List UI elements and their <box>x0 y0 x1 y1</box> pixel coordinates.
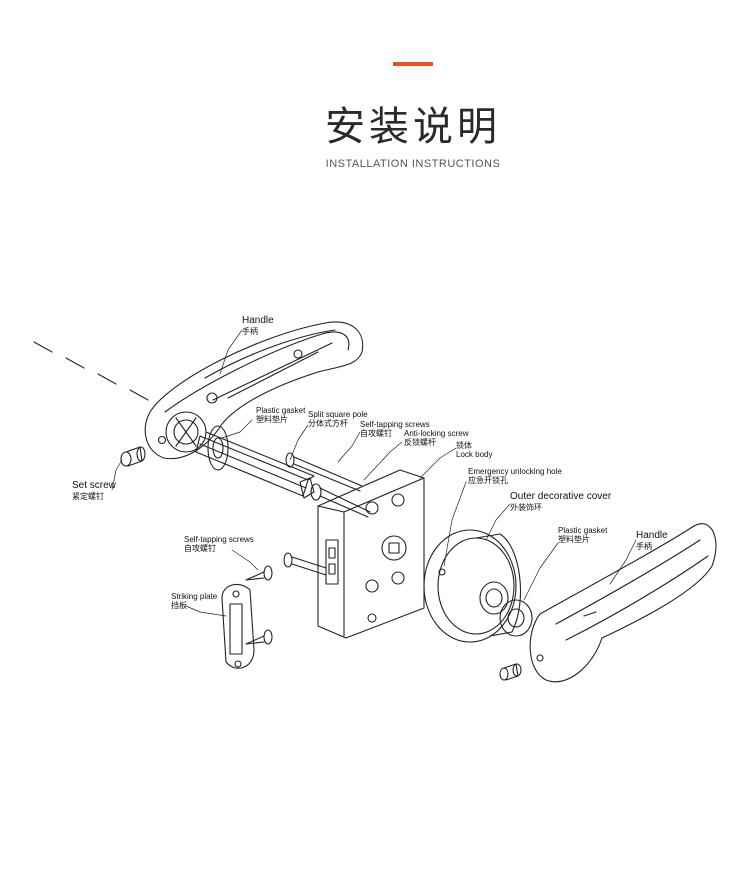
page-title: 安装说明 <box>325 104 501 150</box>
label-emergency-unlocking-hole: Emergency unlocking hole 应急开锁孔 <box>468 467 562 485</box>
label-anti-locking-screw: Anti-locking screw 反锁螺杆 <box>404 429 469 447</box>
lock-body-drawing <box>317 469 425 639</box>
leader-lines <box>111 329 637 617</box>
label-plastic-gasket-right: Plastic gasket 塑料垫片 <box>558 526 608 544</box>
plastic-gasket-right-drawing <box>499 599 533 637</box>
label-outer-decorative-cover: Outer decorative cover 外装饰环 <box>510 491 612 512</box>
set-screw-left-drawing <box>120 446 146 467</box>
axis-dashes <box>33 341 149 401</box>
self-tapping-screws-top-drawing <box>285 452 371 518</box>
label-self-tapping-screws-top: Self-tapping screws 自攻螺钉 <box>360 420 430 438</box>
label-plastic-gasket-left: Plastic gasket 塑料垫片 <box>256 406 306 424</box>
set-screw-right-drawing <box>499 663 522 681</box>
label-self-tapping-screws-low: Self-tapping screws 自攻螺钉 <box>184 535 254 553</box>
header-accent-bar <box>393 62 433 66</box>
label-handle-right: Handle 手柄 <box>636 530 668 551</box>
split-square-pole-drawing <box>195 431 315 499</box>
right-handle-drawing <box>529 523 717 683</box>
label-set-screw: Set screw 紧定螺钉 <box>72 480 116 501</box>
label-handle-left: Handle 手柄 <box>242 315 274 336</box>
label-lock-body: 锁体 Lock body <box>456 441 493 459</box>
page-subtitle: INSTALLATION INSTRUCTIONS <box>325 158 501 170</box>
self-tapping-screws-low-drawing <box>245 552 327 645</box>
striking-plate-drawing <box>221 583 255 669</box>
outer-decorative-cover-drawing <box>423 529 522 643</box>
left-handle-drawing <box>144 321 364 460</box>
label-striking-plate: Striking plate 挡板 <box>171 592 218 610</box>
label-split-square-pole: Split square pole 分体式方杆 <box>308 410 368 428</box>
